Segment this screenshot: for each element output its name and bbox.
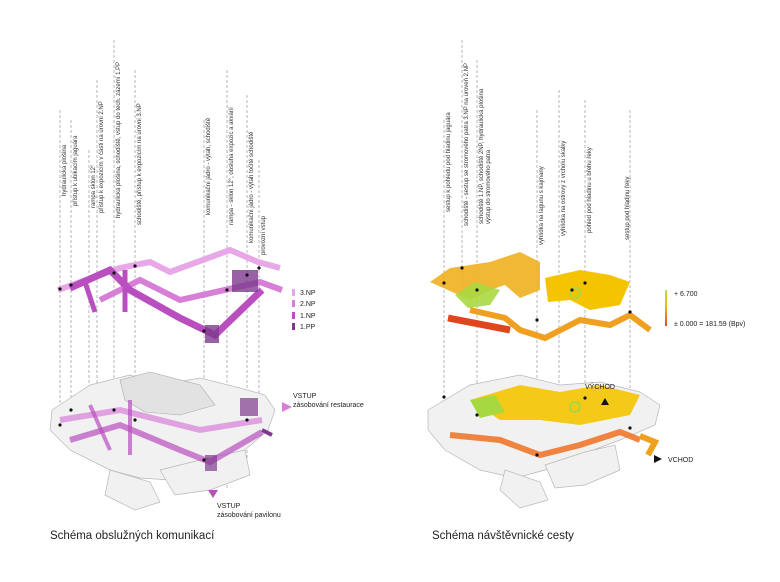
callout-label: komunikační jádro - výtah, schodiště bbox=[206, 117, 212, 215]
entrance-arrow-icon bbox=[208, 490, 218, 498]
height-scale: + 6.700 ± 0.000 = 181.59 (Bpv) bbox=[665, 290, 745, 328]
scale-bottom-label: ± 0.000 = 181.59 (Bpv) bbox=[674, 321, 745, 328]
legend-swatch-2np bbox=[292, 300, 295, 307]
callout-label: sestup k pohledu pod hladinu jaguára bbox=[446, 112, 452, 212]
callout-label: schodiště, přístup k expozicím na úrovni… bbox=[137, 103, 143, 225]
callout-label: provozní vstup bbox=[261, 215, 267, 255]
service-routes-exploded bbox=[56, 246, 284, 343]
left-panel-title: Schéma obslužných komunikací bbox=[50, 530, 215, 542]
callout-label: vyhlídka na ostrovy z vrcholu skalky bbox=[561, 141, 567, 236]
callout-label: schodiště 1.NP, schodiště 2NP, hydraulic… bbox=[479, 88, 485, 224]
callout-label: schodiště - sestup se stromového patra 3… bbox=[464, 63, 470, 226]
entrance-arrow-icon bbox=[282, 402, 292, 412]
entrance-pavilion-title: VSTUP bbox=[217, 503, 241, 510]
height-scale-bar bbox=[665, 290, 667, 326]
legend-label: 3.NP bbox=[300, 290, 316, 297]
callout-label: hydraulická plošina, schodiště, vstup do… bbox=[116, 62, 122, 218]
right-callouts: sestup k pohledu pod hladinu jaguára sch… bbox=[446, 63, 631, 245]
exit-marker-icon bbox=[601, 398, 609, 405]
entry-label: VCHOD bbox=[668, 457, 693, 464]
entrance-restaurant-title: VSTUP bbox=[293, 393, 317, 400]
entrance-restaurant-subtitle: zásobování restaurace bbox=[293, 402, 364, 409]
callout-label: komunikační jádro - výtah točité schodiš… bbox=[249, 131, 255, 243]
scale-top-label: + 6.700 bbox=[674, 291, 698, 298]
callout-label: vyhlídka na lagunu s kajmany bbox=[539, 166, 545, 245]
legend-swatch-1np bbox=[292, 312, 295, 319]
legend-swatch-3np bbox=[292, 289, 295, 296]
callout-label: hydraulická plošina bbox=[62, 144, 68, 196]
visitor-route-exploded bbox=[430, 252, 652, 342]
callout-label: pohled pod hladinu u břehu řeky bbox=[587, 147, 593, 233]
callout-label: rampa sklon 12° bbox=[91, 164, 97, 208]
legend-swatch-1pp bbox=[292, 323, 295, 330]
legend-label: 1.PP bbox=[300, 324, 316, 331]
callout-label: přístup k expozicím v části na úrovni 2.… bbox=[99, 101, 105, 213]
legend-label: 2.NP bbox=[300, 301, 316, 308]
building-model-left bbox=[49, 371, 276, 511]
building-model-right bbox=[427, 374, 661, 509]
callout-label: sestup pod hladinu řeky bbox=[625, 177, 631, 240]
callout-label: rampa - sklon 12°, obsluha expozic a akv… bbox=[229, 107, 235, 225]
exit-label: VÝCHOD bbox=[585, 382, 615, 391]
entry-arrow-icon bbox=[654, 455, 662, 463]
callout-label: výstup do stromového patra bbox=[486, 149, 492, 224]
entrance-pavilion-subtitle: zásobování pavilonu bbox=[217, 512, 281, 519]
right-panel-title: Schéma návštěvnické cesty bbox=[432, 530, 574, 542]
left-callouts: hydraulická plošina přístup k ubikacím j… bbox=[62, 62, 267, 255]
legend-label: 1.NP bbox=[300, 313, 316, 320]
right-callout-lines bbox=[443, 40, 631, 460]
floor-legend: 3.NP 2.NP 1.NP 1.PP bbox=[292, 289, 316, 331]
callout-label: přístup k ubikacím jaguára bbox=[73, 135, 79, 206]
